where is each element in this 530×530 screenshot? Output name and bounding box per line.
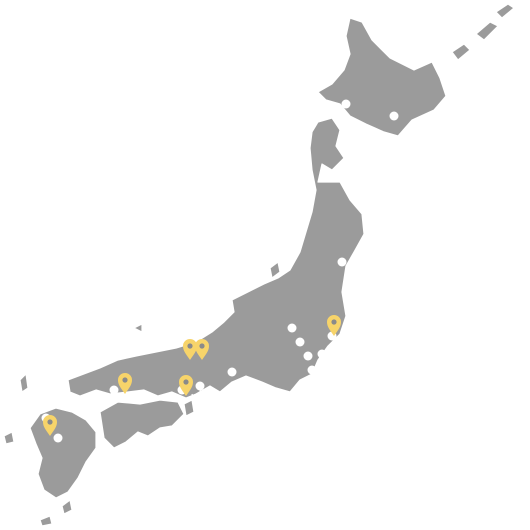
map-pin-icon[interactable] [43, 415, 57, 436]
location-pins [43, 315, 341, 436]
island-tsushima [19, 373, 29, 393]
city-dot-icon[interactable] [337, 257, 347, 267]
city-dot-icon[interactable] [317, 349, 327, 359]
region-hokkaido [317, 17, 447, 137]
city-dot-icon[interactable] [307, 365, 317, 375]
island-kuril-2 [475, 21, 499, 41]
island-sado [269, 261, 281, 279]
city-dot-icon[interactable] [389, 111, 399, 121]
map-pin-icon[interactable] [183, 339, 197, 360]
city-dot-icon[interactable] [109, 385, 119, 395]
island-awaji [183, 399, 195, 417]
map-pin-icon[interactable] [179, 375, 193, 396]
landmass [3, 3, 515, 527]
city-dot-icon[interactable] [303, 351, 313, 361]
map-pin-icon[interactable] [327, 315, 341, 336]
island-oki [133, 323, 143, 333]
region-kyushu [29, 407, 97, 499]
map-pin-icon[interactable] [118, 373, 132, 394]
map-pin-icon[interactable] [195, 339, 209, 360]
city-dot-icon[interactable] [53, 433, 63, 443]
region-shikoku [99, 399, 185, 449]
city-dot-icon[interactable] [227, 367, 237, 377]
city-dot-icon[interactable] [195, 381, 205, 391]
route-line-2 [199, 385, 203, 429]
island-tanegashima [61, 499, 73, 515]
city-dot-icon[interactable] [341, 99, 351, 109]
island-yakushima [39, 515, 53, 527]
city-dot-icon[interactable] [287, 323, 297, 333]
island-goto [3, 431, 15, 445]
city-dot-icon[interactable] [295, 337, 305, 347]
route-line-1 [191, 393, 203, 429]
island-kuril-1 [451, 43, 471, 61]
island-kuril-3 [495, 3, 515, 19]
routes [191, 385, 203, 429]
